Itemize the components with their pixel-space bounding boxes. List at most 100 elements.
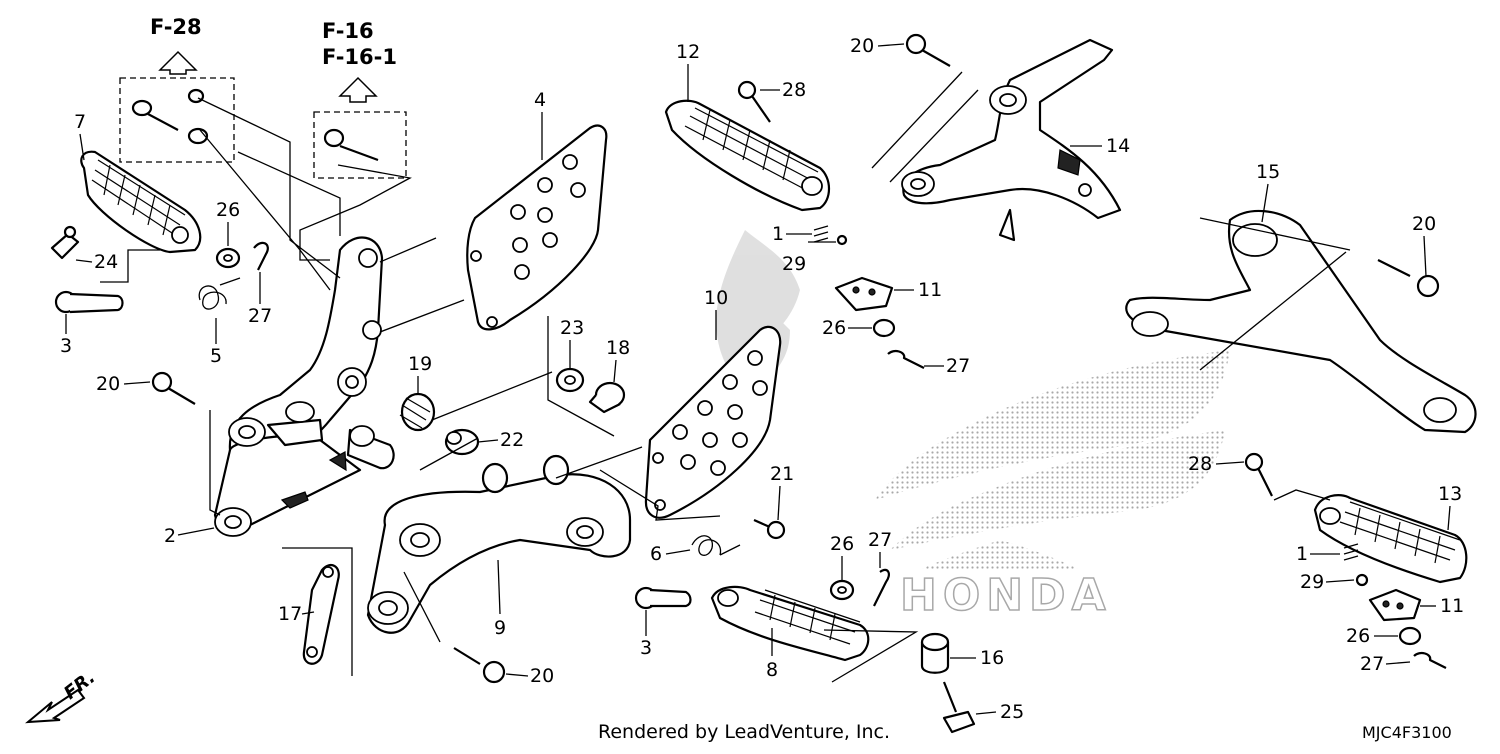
reference-f16-label: F-16: [322, 19, 374, 43]
part-25-bolt[interactable]: [942, 681, 976, 734]
callout-11: 11: [918, 279, 942, 301]
callout-6: 6: [650, 543, 662, 565]
part-27-cotter-left[interactable]: [253, 241, 269, 271]
part-5-spring[interactable]: [198, 277, 241, 310]
callout-1: 1: [772, 223, 784, 245]
callout-11: 11: [1440, 595, 1464, 617]
bolt-ref-f28: [131, 88, 209, 145]
callout-9: 9: [494, 617, 506, 639]
part-20-bolt-left[interactable]: [151, 371, 196, 405]
up-arrow-icon: [338, 76, 378, 103]
callout-27: 27: [868, 529, 892, 551]
callout-2: 2: [164, 525, 176, 547]
callout-26: 26: [822, 317, 846, 339]
part-27-cotter-center[interactable]: [873, 568, 890, 607]
callout-25: 25: [1000, 701, 1024, 723]
callout-15: 15: [1256, 161, 1280, 183]
part-20-bolt-top[interactable]: [905, 33, 951, 67]
part-9-hanger[interactable]: [366, 454, 632, 634]
part-23-washer[interactable]: [555, 367, 585, 393]
callout-10: 10: [704, 287, 728, 309]
part-29-ball-top[interactable]: [836, 234, 848, 246]
reference-f28-box: [119, 77, 235, 163]
callout-20: 20: [850, 35, 874, 57]
part-26-washer-top[interactable]: [872, 318, 896, 338]
callout-14: 14: [1106, 135, 1130, 157]
callout-24: 24: [94, 251, 118, 273]
callout-3: 3: [640, 637, 652, 659]
callout-22: 22: [500, 429, 524, 451]
bolt-ref-f16: [323, 128, 379, 162]
part-27-cotter-top[interactable]: [887, 349, 925, 369]
callout-26: 26: [216, 199, 240, 221]
callout-29: 29: [1300, 571, 1324, 593]
part-8-footpeg[interactable]: [710, 585, 870, 662]
part-27-cotter-right[interactable]: [1413, 651, 1447, 669]
part-26-washer-left[interactable]: [215, 247, 241, 269]
callout-28: 28: [1188, 453, 1212, 475]
part-2-step-holder[interactable]: [213, 236, 395, 537]
callout-20: 20: [1412, 213, 1436, 235]
callout-21: 21: [770, 463, 794, 485]
part-6-spring[interactable]: [691, 535, 741, 556]
callout-20: 20: [530, 665, 554, 687]
callout-27: 27: [248, 305, 272, 327]
part-28-pin-top[interactable]: [737, 80, 771, 123]
part-22-collar[interactable]: [444, 428, 480, 456]
part-3-pin-left[interactable]: [54, 290, 124, 314]
arrow-front-icon: [25, 688, 86, 724]
callout-20: 20: [96, 373, 120, 395]
callout-28: 28: [782, 79, 806, 101]
part-18-collar[interactable]: [588, 381, 626, 414]
part-28-pin-right[interactable]: [1244, 452, 1273, 497]
part-13-footpeg[interactable]: [1313, 494, 1468, 584]
part-4-heel-guard[interactable]: [466, 124, 608, 331]
callout-17: 17: [278, 603, 302, 625]
part-26-washer-right[interactable]: [1398, 626, 1422, 646]
part-3-pin-center[interactable]: [634, 586, 692, 610]
part-24-bolt[interactable]: [50, 225, 80, 260]
part-7-footpeg[interactable]: [80, 150, 202, 254]
part-19-bushing[interactable]: [399, 392, 436, 432]
part-11-plate-top[interactable]: [834, 276, 894, 312]
leader-lines: [100, 71, 1351, 683]
callout-1: 1: [1296, 543, 1308, 565]
part-20-bolt-right[interactable]: [1377, 259, 1440, 298]
callout-12: 12: [676, 41, 700, 63]
up-arrow-icon: [158, 50, 198, 75]
part-20-bolt-bottom[interactable]: [453, 647, 506, 684]
footer-credit: Rendered by LeadVenture, Inc.: [598, 721, 890, 743]
callout-18: 18: [606, 337, 630, 359]
callout-13: 13: [1438, 483, 1462, 505]
part-16-collar[interactable]: [920, 632, 950, 674]
callout-4: 4: [534, 89, 546, 111]
callout-27: 27: [1360, 653, 1384, 675]
reference-f16-box: [313, 111, 407, 179]
reference-f28-label: F-28: [150, 15, 202, 39]
callout-26: 26: [1346, 625, 1370, 647]
part-1-spring-top[interactable]: [813, 225, 829, 243]
reference-f28[interactable]: F-28: [119, 15, 235, 163]
callout-16: 16: [980, 647, 1004, 669]
callout-29: 29: [782, 253, 806, 275]
part-12-footpeg[interactable]: [664, 99, 831, 212]
callout-23: 23: [560, 317, 584, 339]
part-26-washer-center[interactable]: [829, 579, 855, 601]
callout-3: 3: [60, 335, 72, 357]
callout-19: 19: [408, 353, 432, 375]
callout-26: 26: [830, 533, 854, 555]
reference-f16-1-label: F-16-1: [322, 45, 397, 69]
part-1-spring-right[interactable]: [1343, 543, 1359, 561]
callout-5: 5: [210, 345, 222, 367]
part-17-link[interactable]: [302, 563, 340, 665]
part-14-step-holder[interactable]: [901, 38, 1122, 242]
part-11-plate-right[interactable]: [1368, 588, 1422, 622]
reference-f16[interactable]: F-16 F-16-1: [313, 19, 407, 179]
part-29-ball-right[interactable]: [1355, 573, 1369, 587]
callout-7: 7: [74, 111, 86, 133]
callout-27: 27: [946, 355, 970, 377]
part-21-bolt[interactable]: [753, 518, 786, 540]
part-10-heel-guard[interactable]: [644, 325, 782, 519]
